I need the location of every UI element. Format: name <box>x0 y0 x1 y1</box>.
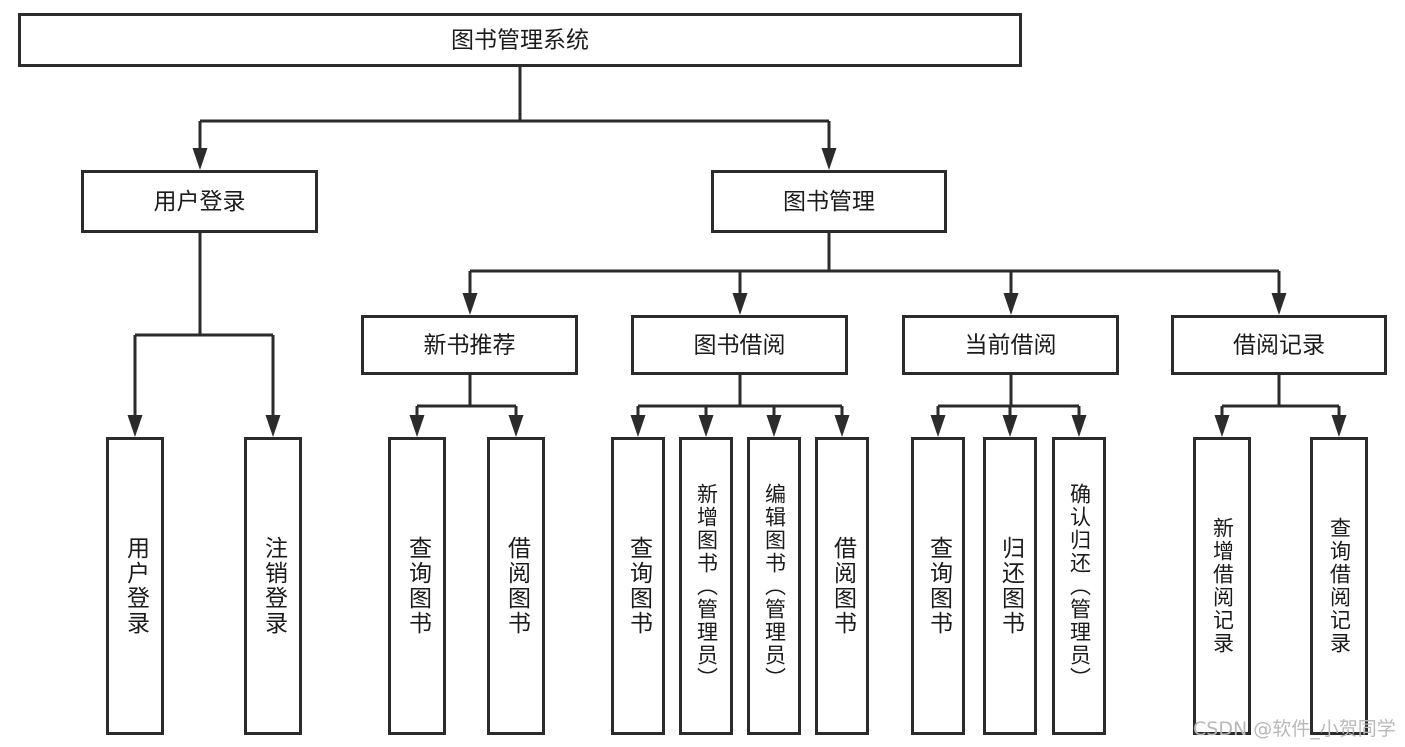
arrowhead-leaf-user-logout <box>265 415 281 437</box>
node-label-root: 图书管理系统 <box>451 28 589 54</box>
node-leaf-user-logout[interactable] <box>244 437 302 735</box>
arrowhead-leaf-confirm-return <box>1071 415 1087 437</box>
node-leaf-edit-book[interactable] <box>747 437 801 735</box>
arrowhead-leaf-query-book-3 <box>930 415 946 437</box>
arrowhead-records <box>1271 293 1287 315</box>
node-leaf-borrow-book-1[interactable] <box>487 437 545 735</box>
node-bookmgmt[interactable] <box>711 170 947 233</box>
arrowhead-leaf-query-record <box>1331 415 1347 437</box>
edge-layer <box>127 67 1347 437</box>
arrowhead-leaf-add-book <box>698 415 714 437</box>
node-leaf-query-record[interactable] <box>1310 437 1368 735</box>
node-leaf-user-login[interactable] <box>106 437 164 735</box>
node-root[interactable] <box>18 13 1022 67</box>
node-leaf-query-book-3[interactable] <box>911 437 965 735</box>
node-leaf-confirm-return[interactable] <box>1052 437 1106 735</box>
node-records[interactable] <box>1171 315 1387 375</box>
node-label-records: 借阅记录 <box>1233 333 1325 359</box>
arrowhead-leaf-borrow-book-1 <box>508 415 524 437</box>
arrowhead-leaf-query-book-1 <box>409 415 425 437</box>
node-leaf-borrow-book-2[interactable] <box>815 437 869 735</box>
arrowhead-bookmgmt <box>821 148 837 170</box>
arrowhead-leaf-borrow-book-2 <box>834 415 850 437</box>
arrowhead-newbook <box>462 293 478 315</box>
node-leaf-query-book-2[interactable] <box>611 437 665 735</box>
node-label-borrow: 图书借阅 <box>694 333 786 359</box>
node-leaf-query-book-1[interactable] <box>388 437 446 735</box>
arrowhead-login <box>192 148 208 170</box>
node-leaf-return-book[interactable] <box>983 437 1037 735</box>
node-borrow[interactable] <box>631 315 848 375</box>
arrowhead-leaf-add-record <box>1214 415 1230 437</box>
node-label-newbook: 新书推荐 <box>424 333 516 359</box>
node-login[interactable] <box>81 170 318 233</box>
arrowhead-leaf-query-book-2 <box>630 415 646 437</box>
arrowhead-current <box>1003 293 1019 315</box>
arrowhead-leaf-edit-book <box>766 415 782 437</box>
csdn-watermark: CSDN @软件_小贺同学 <box>1193 718 1396 740</box>
node-newbook[interactable] <box>361 315 578 375</box>
node-current[interactable] <box>902 315 1119 375</box>
arrowhead-leaf-user-login <box>127 415 143 437</box>
node-label-login: 用户登录 <box>154 189 246 215</box>
arrowhead-leaf-return-book <box>1002 415 1018 437</box>
node-label-bookmgmt: 图书管理 <box>783 189 875 215</box>
node-leaf-add-record[interactable] <box>1193 437 1251 735</box>
arrowhead-borrow <box>732 293 748 315</box>
node-label-current: 当前借阅 <box>965 333 1057 359</box>
node-leaf-add-book[interactable] <box>679 437 733 735</box>
